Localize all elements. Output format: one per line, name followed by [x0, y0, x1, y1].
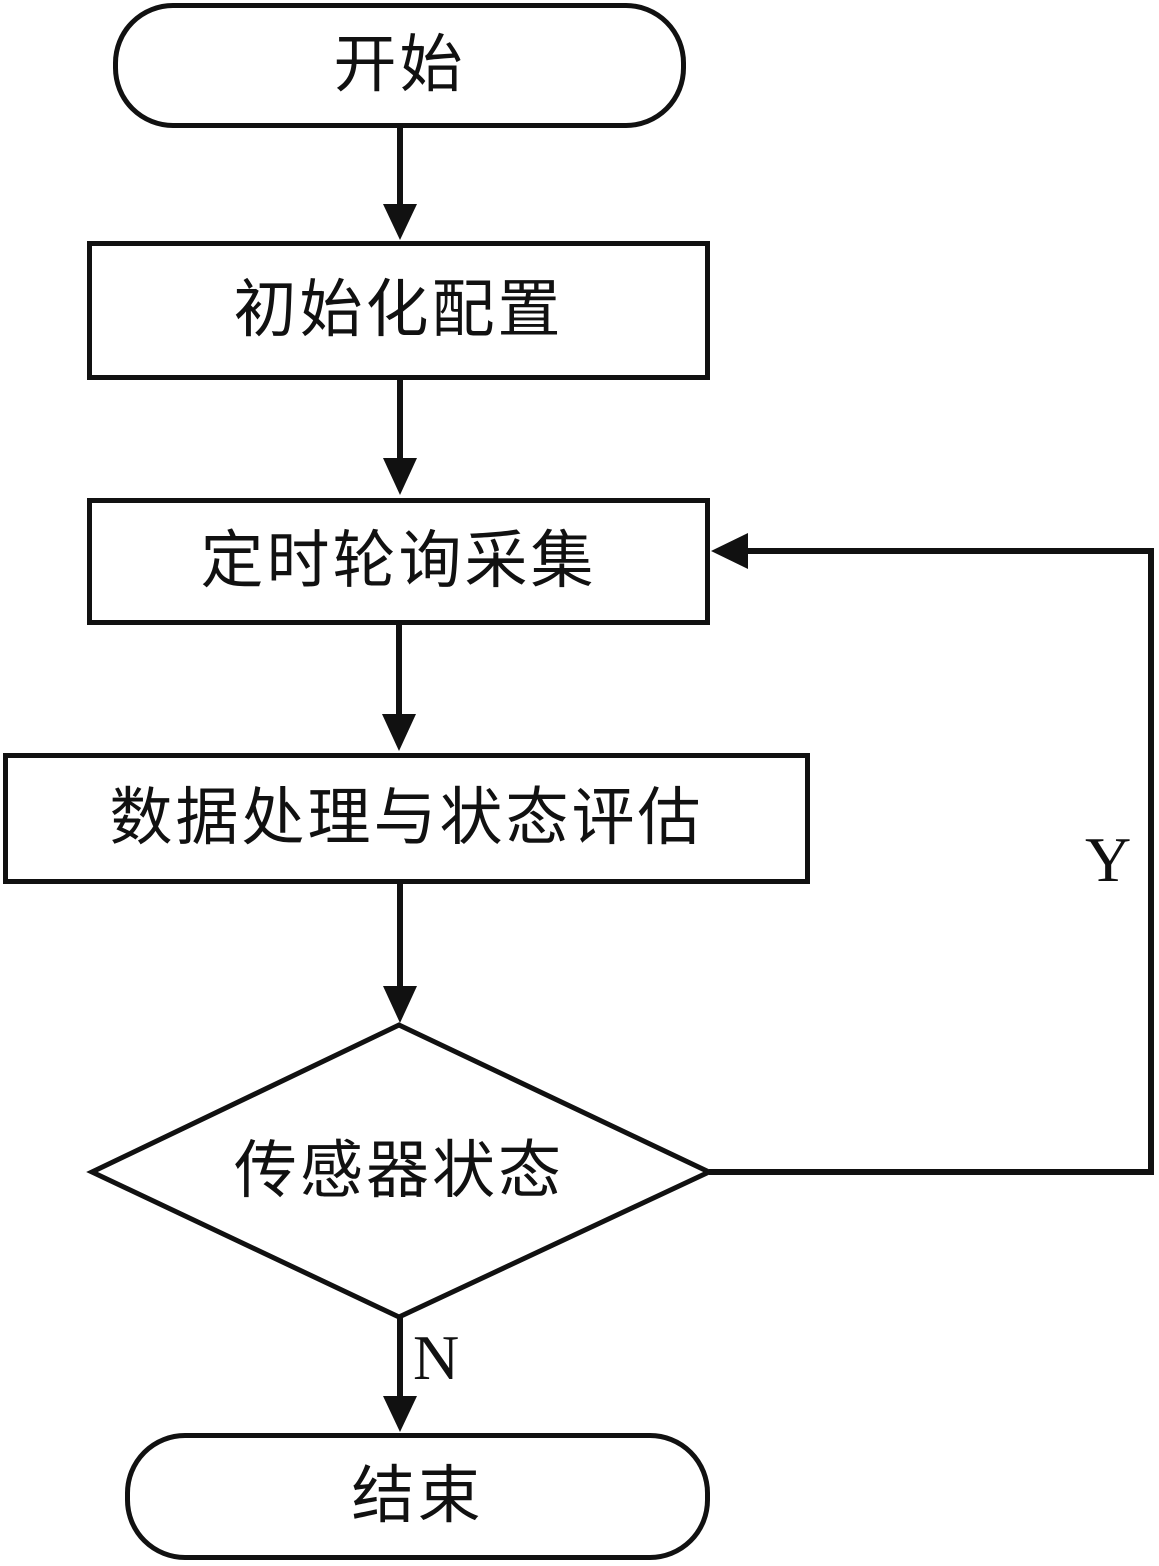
end-node: 结束 — [125, 1433, 710, 1560]
arrow-process-to-decision — [383, 882, 417, 1023]
arrow-init-to-poll — [383, 378, 417, 495]
branch-label-no: N — [413, 1322, 460, 1393]
arrow-decision-to-end — [383, 1315, 417, 1432]
arrowhead-down-icon — [383, 986, 417, 1023]
process-node-init-config: 初始化配置 — [87, 241, 710, 380]
arrowhead-down-icon — [383, 458, 417, 495]
start-node-label: 开始 — [333, 30, 466, 100]
end-node-label: 结束 — [351, 1461, 484, 1531]
process-node-data-process: 数据处理与状态评估 — [3, 753, 810, 884]
loop-decision-to-poll — [709, 533, 1154, 1175]
timed-poll-label: 定时轮询采集 — [200, 526, 597, 596]
process-node-timed-poll: 定时轮询采集 — [87, 498, 710, 625]
arrow-start-to-init — [383, 126, 417, 240]
arrowhead-left-icon — [711, 533, 748, 569]
arrowhead-down-icon — [383, 204, 417, 240]
arrow-poll-to-process — [382, 623, 416, 751]
sensor-status-label: 传感器状态 — [234, 1135, 564, 1206]
arrowhead-down-icon — [383, 1396, 417, 1432]
branch-label-yes: Y — [1085, 824, 1132, 895]
data-process-label: 数据处理与状态评估 — [109, 783, 704, 853]
decision-node-label-wrap: 传感器状态 — [99, 1134, 699, 1208]
start-node: 开始 — [113, 3, 686, 128]
init-config-label: 初始化配置 — [233, 275, 564, 345]
arrowhead-down-icon — [382, 714, 416, 751]
